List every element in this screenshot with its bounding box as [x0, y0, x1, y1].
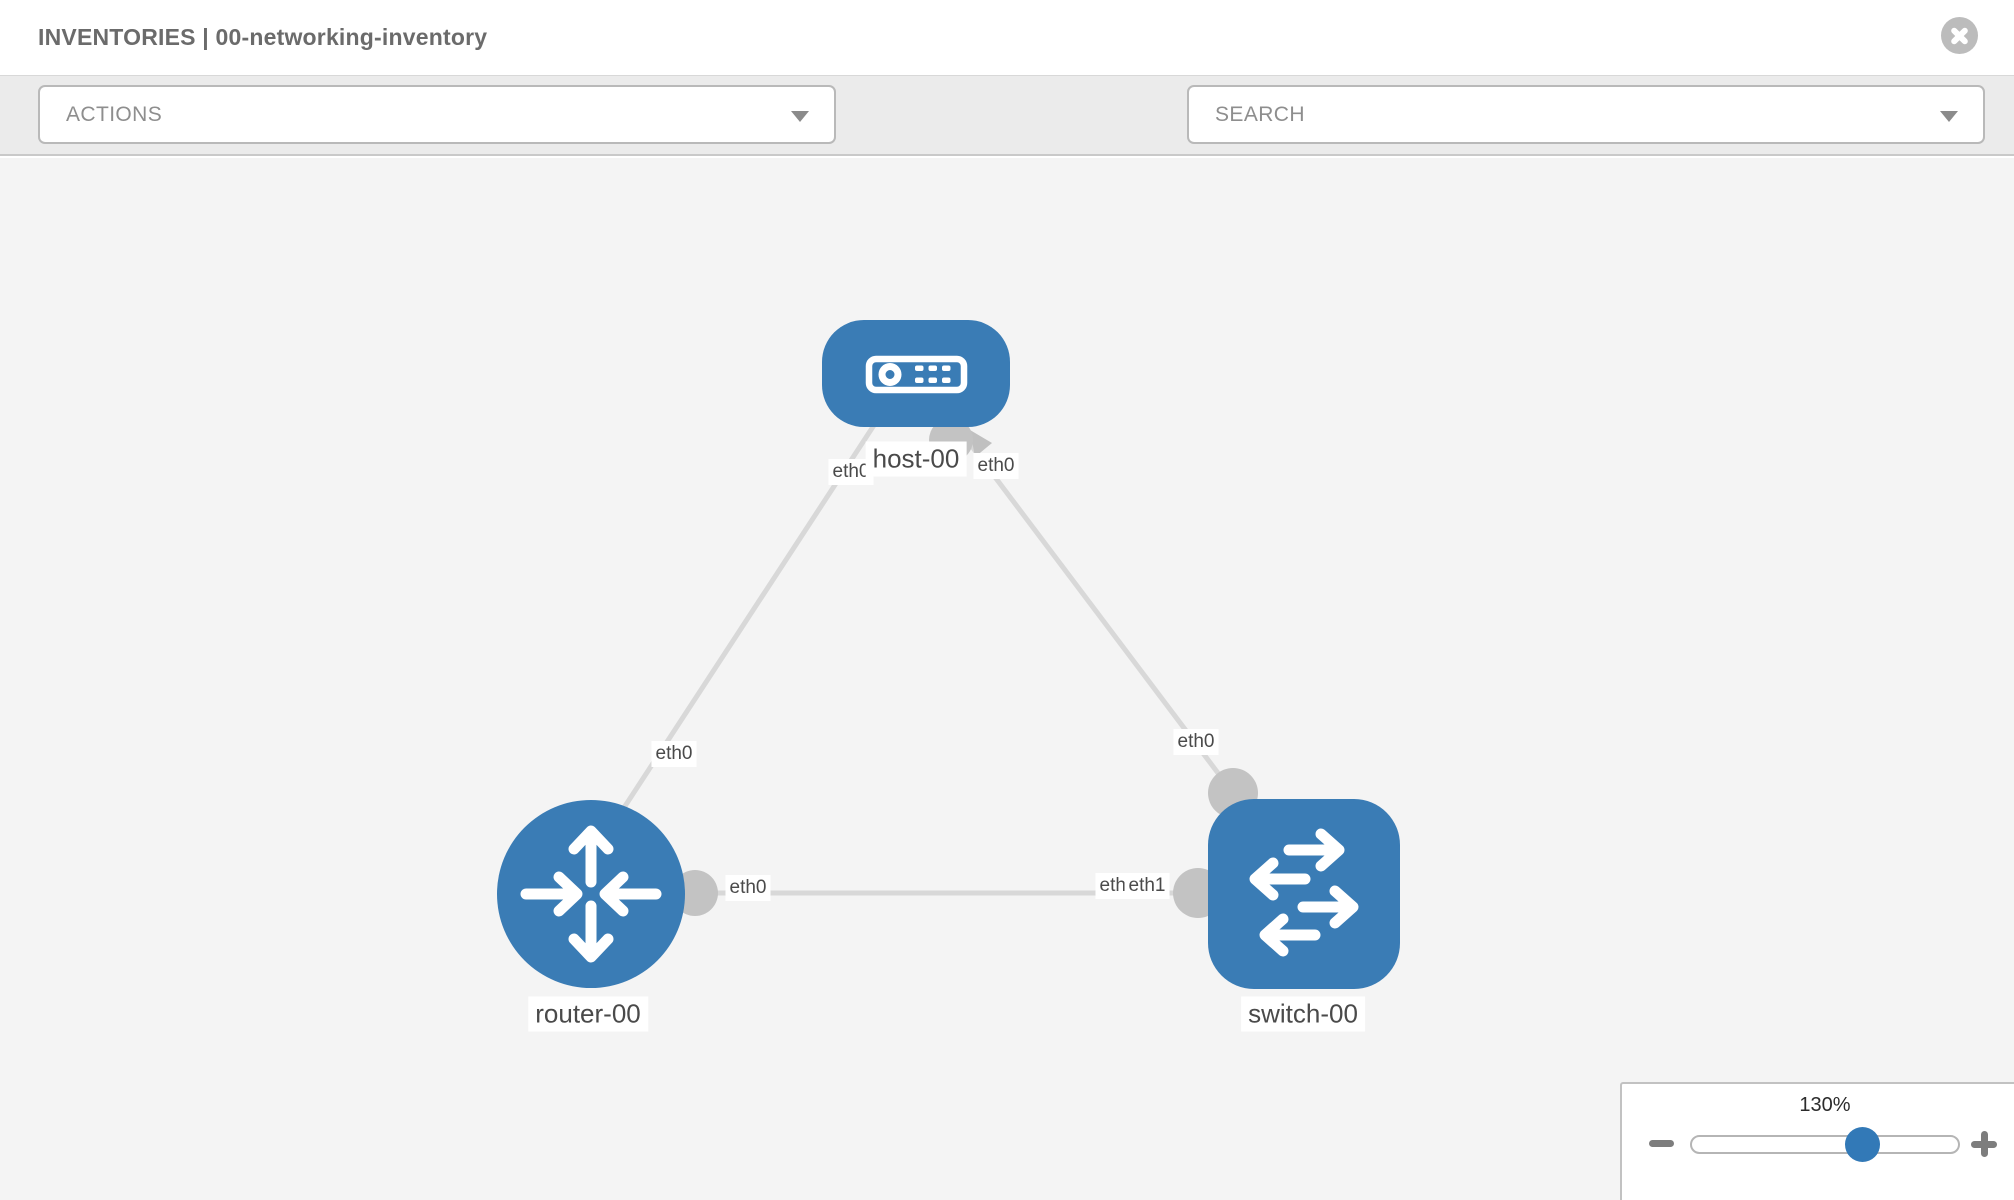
zoom-level-label: 130%: [1799, 1094, 1851, 1116]
interface-label: eth0: [1173, 729, 1219, 755]
zoom-slider-knob[interactable]: [1845, 1127, 1880, 1162]
switch-icon: [1249, 828, 1359, 957]
chevron-down-icon: [791, 111, 809, 122]
zoom-out-minus-icon[interactable]: [1649, 1140, 1674, 1147]
topology-canvas[interactable]: eth0 eth0 eth0 eth0 eth0 eth0 eth1 host-…: [0, 158, 2014, 1200]
node-host-00[interactable]: [822, 320, 1010, 427]
router-icon: [520, 825, 662, 963]
node-label-switch: switch-00: [1241, 996, 1365, 1032]
node-router-00[interactable]: [497, 800, 685, 988]
interface-label: eth0: [651, 741, 697, 767]
actions-dropdown-label: ACTIONS: [66, 103, 163, 126]
header: INVENTORIES | 00-networking-inventory: [0, 0, 2014, 75]
page-title: INVENTORIES | 00-networking-inventory: [38, 24, 488, 50]
interface-label: eth0: [828, 459, 874, 485]
node-label-host: host-00: [865, 441, 967, 477]
host-icon: [865, 355, 968, 394]
actions-dropdown[interactable]: ACTIONS: [38, 85, 836, 144]
search-dropdown[interactable]: SEARCH: [1187, 85, 1985, 144]
interface-label: eth1: [1124, 873, 1170, 899]
zoom-control-panel: 130%: [1620, 1082, 2014, 1200]
interface-label: eth0: [973, 453, 1019, 479]
node-switch-00[interactable]: [1208, 799, 1400, 989]
interface-label: eth0: [725, 875, 771, 901]
interface-connectors: [672, 418, 1258, 918]
zoom-slider-track[interactable]: [1690, 1135, 1960, 1154]
chevron-down-icon: [1940, 111, 1958, 122]
search-dropdown-label: SEARCH: [1215, 103, 1305, 126]
close-icon[interactable]: [1941, 17, 1978, 54]
topology-graph: [497, 320, 1400, 989]
link-arrowhead-icon: [970, 430, 992, 457]
links: [609, 414, 1235, 896]
node-label-router: router-00: [528, 996, 648, 1032]
zoom-in-plus-icon[interactable]: [1971, 1131, 1997, 1157]
toolbar: ACTIONS SEARCH: [0, 75, 2014, 208]
